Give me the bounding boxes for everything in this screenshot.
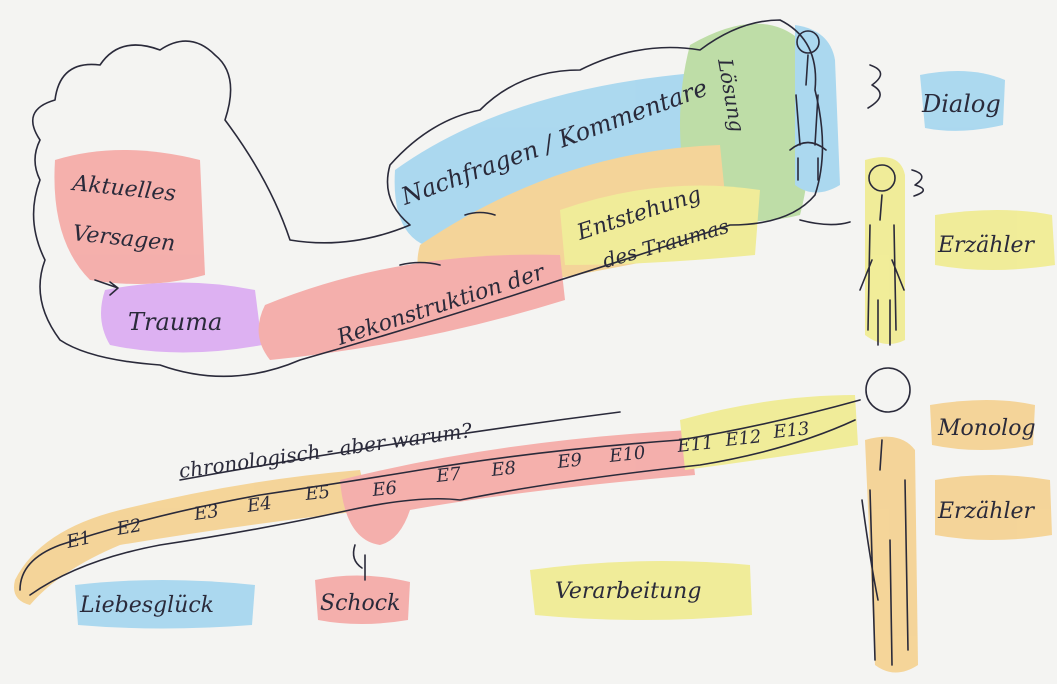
timeline-outline [19, 399, 861, 596]
figure-mid-body [859, 194, 905, 346]
figure-top-head [796, 30, 820, 54]
episode-e2: E2 [114, 515, 143, 540]
highlight-verarbeitung [530, 561, 752, 620]
highlight-rekonstruktion [258, 254, 565, 360]
figure-mid-head [868, 164, 896, 192]
episode-e8: E8 [489, 458, 517, 482]
episode-e11: E11 [675, 432, 714, 457]
label-dialog: Dialog [921, 90, 1001, 118]
highlight-schock [315, 575, 410, 624]
episode-e5: E5 [303, 482, 331, 506]
episode-e7: E7 [434, 463, 462, 487]
figure-bottom-body [861, 439, 909, 666]
figure-bottom-head [865, 367, 911, 413]
highlight-erzaehler-bottom [935, 475, 1052, 540]
label-schock: Schock [320, 591, 400, 616]
highlight-aktuelles [54, 150, 205, 284]
connector-line [799, 219, 851, 226]
arrow-to-trauma [94, 279, 119, 296]
label-liebesglueck: Liebesglück [79, 593, 214, 618]
ink-strokes [19, 19, 925, 666]
highlight-nachfragen [394, 70, 760, 250]
highlight-timeline-red [340, 430, 695, 545]
chronologisch-underline [179, 411, 621, 481]
highlight-liebesglueck [75, 580, 255, 629]
episode-e6: E6 [370, 478, 398, 502]
label-trauma: Trauma [128, 308, 222, 336]
figure-top-body [789, 54, 827, 181]
episode-e1: E1 [64, 527, 93, 553]
label-verarbeitung: Verarbeitung [555, 579, 701, 604]
cloud-outline [31, 19, 824, 378]
highlight-monolog [930, 400, 1035, 450]
label-erzaehler-bottom: Erzähler [937, 499, 1036, 524]
episode-e12: E12 [723, 426, 762, 451]
figure-mid-brace [911, 169, 925, 197]
highlight-dialog [920, 71, 1005, 131]
episode-e4: E4 [245, 493, 273, 517]
episode-e13: E13 [771, 418, 810, 443]
episode-e10: E10 [607, 442, 646, 467]
underline-nachfragen [399, 211, 496, 266]
highlight-erzaehler-top [935, 210, 1055, 270]
episodes: E1 E2 E3 E4 E5 E6 E7 E8 E9 E10 E11 E12 E… [64, 418, 811, 553]
schock-pointer [352, 544, 366, 581]
label-erzaehler-top: Erzähler [937, 233, 1036, 258]
episode-e9: E9 [555, 450, 583, 474]
highlight-timeline-orange [14, 470, 370, 605]
highlights [14, 23, 1055, 673]
highlight-timeline-yellow [680, 395, 858, 470]
label-monolog: Monolog [937, 416, 1036, 441]
episode-e3: E3 [192, 501, 220, 525]
highlight-trauma [101, 282, 262, 353]
highlight-des-traumas [560, 185, 760, 265]
dialog-brace [867, 64, 882, 109]
